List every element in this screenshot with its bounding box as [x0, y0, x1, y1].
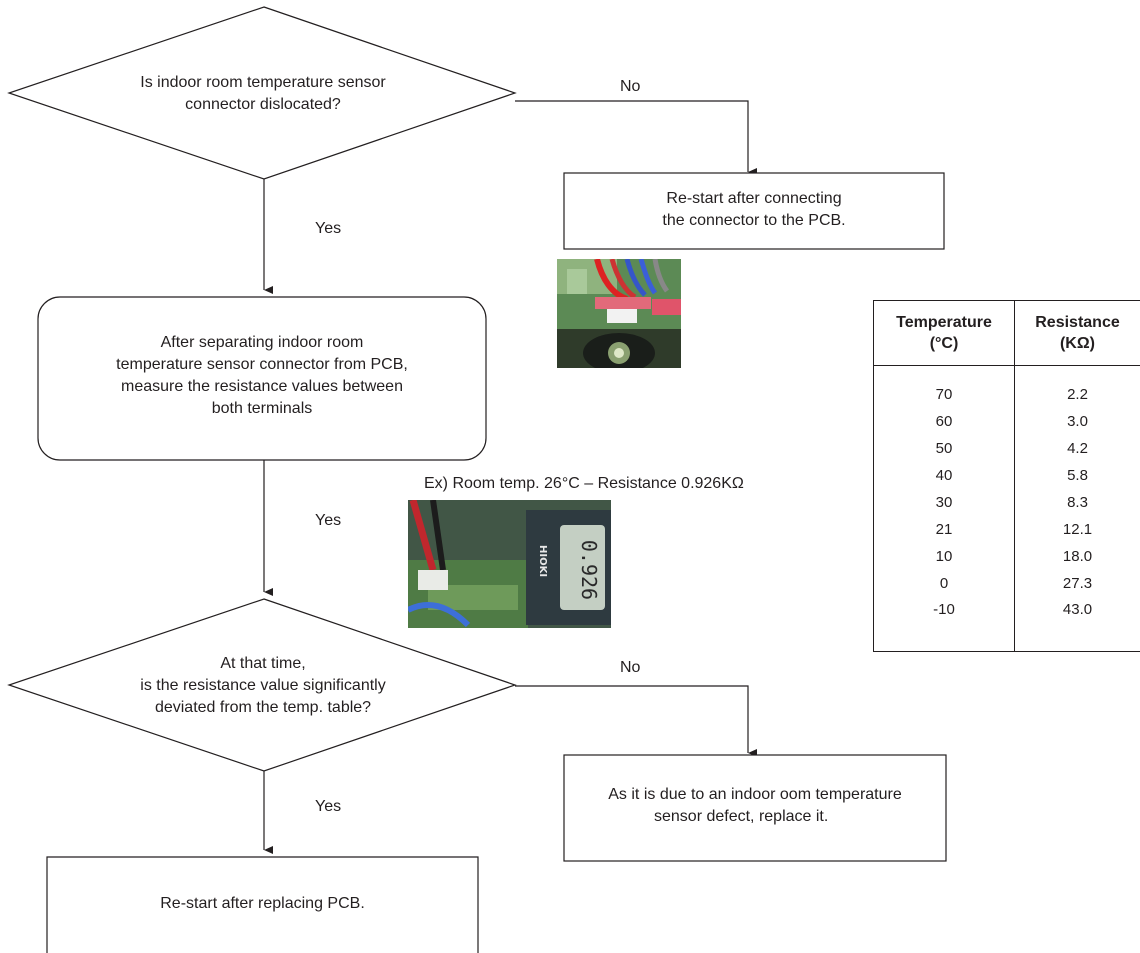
svg-text:0.926: 0.926 [577, 540, 601, 600]
decision1-text: Is indoor room temperature sensor connec… [90, 72, 436, 116]
temp-cell: 21 [873, 516, 1015, 544]
table-end-cell [873, 623, 1015, 652]
res-cell: 12.1 [1062, 520, 1093, 538]
res-cell: 18.0 [1062, 547, 1093, 565]
temp-cell: 0 [873, 570, 1015, 597]
res-cell: 4.2 [1067, 440, 1088, 458]
decision2-text: At that time, is the resistance value si… [90, 653, 436, 719]
decision2-no-arrow [515, 685, 757, 757]
resistance-table-header: Temperature (°C) Resistance (KΩ) [873, 300, 1140, 366]
temp-cell: 50 [873, 435, 1015, 463]
box-measure-text: After separating indoor room temperature… [38, 332, 486, 420]
res-cell: 5.8 [1067, 466, 1088, 484]
box-replace-sensor-line2: sensor defect, replace it. [654, 808, 829, 825]
table-row: -10 43.0 [873, 597, 1140, 624]
decision1-no-label: No [620, 78, 641, 95]
res-cell: 27.3 [1062, 574, 1093, 592]
table-pad-cell [873, 365, 1015, 382]
header-resistance-line1: Resistance [1035, 314, 1120, 331]
table-end-cell [1014, 623, 1140, 652]
temp-cell: 60 [873, 408, 1015, 436]
box-reconnect-line1: Re-start after connecting [666, 190, 842, 207]
temp-cell: 40 [873, 462, 1015, 490]
connector-photo [557, 259, 681, 368]
box-measure-line1: After separating indoor room [160, 334, 364, 351]
measure-yes-label: Yes [315, 512, 342, 529]
temp-cell: 10 [873, 543, 1015, 571]
temp-cell: 70 [873, 381, 1015, 409]
box-measure-line2: temperature sensor connector from PCB, [116, 356, 408, 373]
decision1-no-arrow [515, 100, 757, 176]
header-temperature: Temperature (°C) [873, 300, 1015, 366]
box-replace-sensor-line1: As it is due to an indoor oom temperatur… [608, 786, 902, 803]
temp-cell: 30 [873, 489, 1015, 517]
res-cell: 8.3 [1067, 493, 1088, 511]
res-cell: 3.0 [1067, 413, 1088, 431]
temp-cell: -10 [873, 597, 1015, 624]
box-replace-pcb-frame [46, 856, 479, 953]
table-row: 21 12.1 [873, 516, 1140, 544]
box-reconnect-frame [563, 172, 945, 250]
box-measure-line3: measure the resistance values between [121, 378, 403, 395]
box-replace-sensor-frame [563, 754, 947, 862]
decision1-text-line1: Is indoor room temperature sensor [140, 74, 386, 91]
decision1-yes-label: Yes [315, 220, 342, 237]
example-caption: Ex) Room temp. 26°C – Resistance 0.926KΩ [424, 475, 744, 492]
header-temperature-line1: Temperature [896, 314, 992, 331]
header-resistance-line2: (KΩ) [1059, 335, 1096, 352]
header-resistance: Resistance (KΩ) [1014, 300, 1140, 366]
res-cell: 2.2 [1067, 386, 1088, 404]
decision2-text-line1: At that time, [220, 655, 306, 672]
box-measure-frame [37, 296, 487, 461]
table-row: 10 18.0 [873, 543, 1140, 571]
box-measure-line4: both terminals [211, 400, 313, 417]
decision2-yes-label: Yes [315, 798, 342, 815]
box-replace-pcb-text: Re-start after replacing PCB. [160, 895, 365, 912]
decision2-no-label: No [620, 659, 641, 676]
decision2-text-line3: deviated from the temp. table? [154, 699, 372, 716]
box-reconnect-line2: the connector to the PCB. [662, 212, 846, 229]
header-temperature-line2: (°C) [929, 335, 959, 352]
box-reconnect-text: Re-start after connecting the connector … [564, 188, 944, 232]
res-cell: 43.0 [1062, 601, 1093, 619]
decision1-text-line2: connector dislocated? [185, 96, 341, 113]
svg-text:HIOKI: HIOKI [537, 545, 548, 577]
table-pad-cell [1015, 366, 1140, 382]
decision2-text-line2: is the resistance value significantly [140, 677, 386, 694]
box-replace-sensor-text: As it is due to an indoor oom temperatur… [564, 784, 946, 828]
multimeter-photo: 0.926 HIOKI [408, 500, 611, 628]
